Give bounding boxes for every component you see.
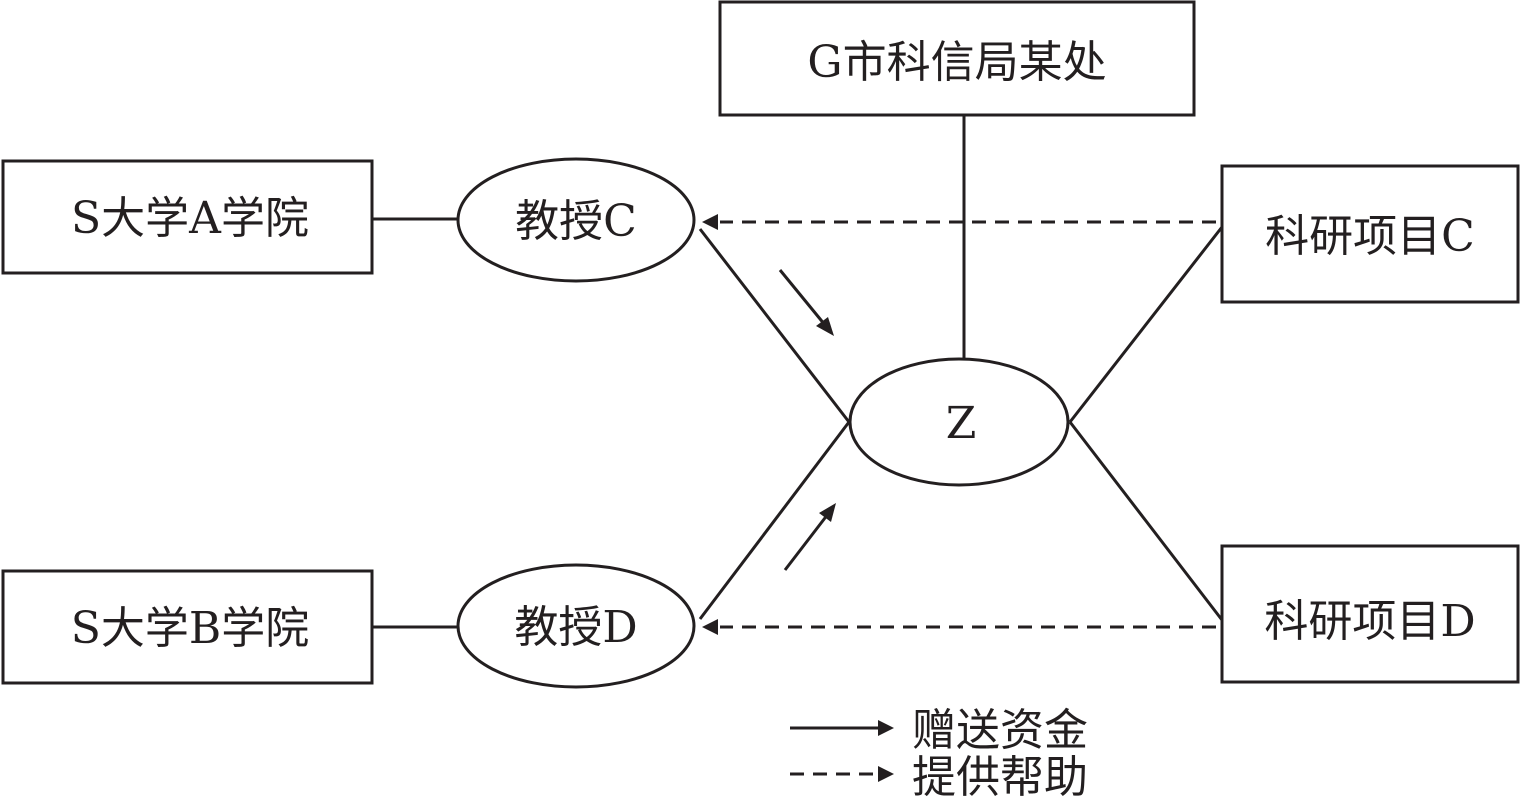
professor-c-label: 教授C bbox=[515, 196, 637, 247]
professor-c-node: 教授C bbox=[456, 157, 696, 283]
funds-arrow-c-to-z bbox=[778, 269, 827, 326]
project-d-label: 科研项目D bbox=[1264, 596, 1475, 647]
z-to-project-c-line bbox=[1068, 226, 1224, 423]
project-d-node: 科研项目D bbox=[1220, 544, 1520, 684]
legend-dashed-arrowhead bbox=[878, 766, 894, 782]
funds-arrow-d-to-z bbox=[783, 513, 830, 571]
professor-d-node: 教授D bbox=[456, 563, 696, 689]
bureau-node: G市科信局某处 bbox=[718, 0, 1196, 117]
help-arrowhead-c bbox=[702, 214, 718, 230]
funds-arrowhead-c bbox=[816, 317, 834, 336]
college-a-label: S大学A学院 bbox=[71, 193, 309, 244]
college-a-node: S大学A学院 bbox=[1, 159, 374, 275]
z-to-project-d-line bbox=[1068, 421, 1224, 621]
project-c-node: 科研项目C bbox=[1220, 164, 1520, 304]
professor-d-label: 教授D bbox=[514, 602, 637, 653]
funds-arrowhead-d bbox=[819, 503, 836, 522]
legend-solid-arrowhead bbox=[878, 720, 894, 736]
bureau-label: G市科信局某处 bbox=[807, 37, 1106, 88]
help-arrowhead-d bbox=[702, 619, 718, 635]
z-label: Z bbox=[946, 398, 977, 449]
z-node: Z bbox=[848, 357, 1070, 487]
legend: 赠送资金 提供帮助 bbox=[790, 705, 1088, 800]
college-b-node: S大学B学院 bbox=[1, 569, 374, 685]
professor-d-to-z-line bbox=[698, 421, 851, 620]
project-c-label: 科研项目C bbox=[1265, 211, 1475, 262]
legend-donate-label: 赠送资金 bbox=[912, 705, 1088, 756]
professor-c-to-z-line bbox=[698, 228, 851, 423]
college-b-label: S大学B学院 bbox=[71, 603, 309, 654]
legend-help-label: 提供帮助 bbox=[912, 752, 1088, 800]
